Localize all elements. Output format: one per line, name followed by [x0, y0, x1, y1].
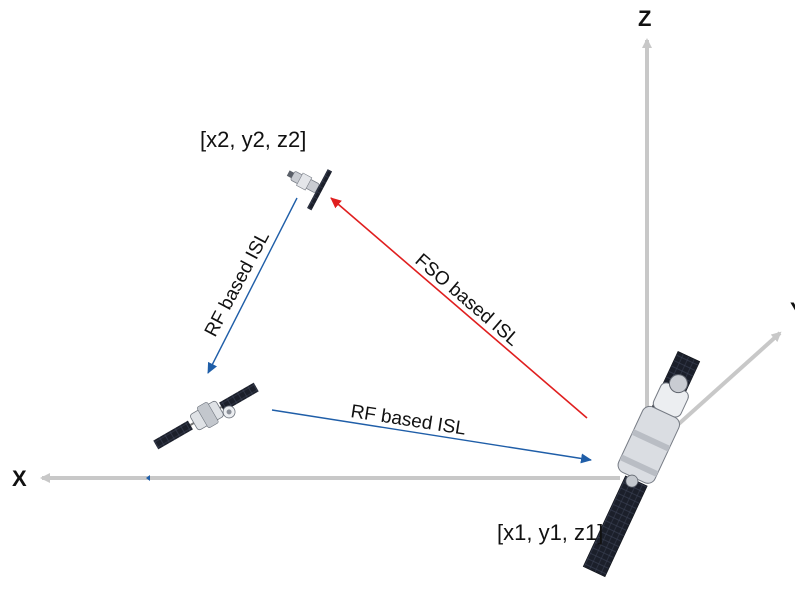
rf-link-bottom-label: RF based ISL	[349, 401, 467, 440]
z-axis-label: Z	[638, 6, 651, 31]
y-axis-label: Y	[790, 298, 795, 323]
y-axis	[670, 331, 782, 432]
coordinate-axes	[40, 38, 782, 483]
rf-link-left-label: RF based ISL	[201, 228, 274, 340]
space-station-icon	[582, 351, 701, 578]
fso-link-label: FSO based ISL	[411, 250, 523, 351]
fso-link: FSO based ISL	[330, 197, 588, 419]
rf-link-bottom: RF based ISL	[271, 401, 592, 464]
sat1-coordinates: [x1, y1, z1]	[497, 520, 603, 545]
x-axis-label: X	[12, 466, 27, 491]
rf-link-left-arrow	[207, 197, 298, 374]
rf-link-bottom-arrow	[271, 409, 592, 464]
x-axis-tick-mark	[146, 475, 150, 481]
satellite-icon	[153, 382, 259, 450]
rf-link-left: RF based ISL	[201, 197, 298, 374]
fso-link-arrow	[330, 197, 588, 419]
sat2-coordinates: [x2, y2, z2]	[200, 127, 306, 152]
small-satellite-icon	[286, 169, 333, 211]
